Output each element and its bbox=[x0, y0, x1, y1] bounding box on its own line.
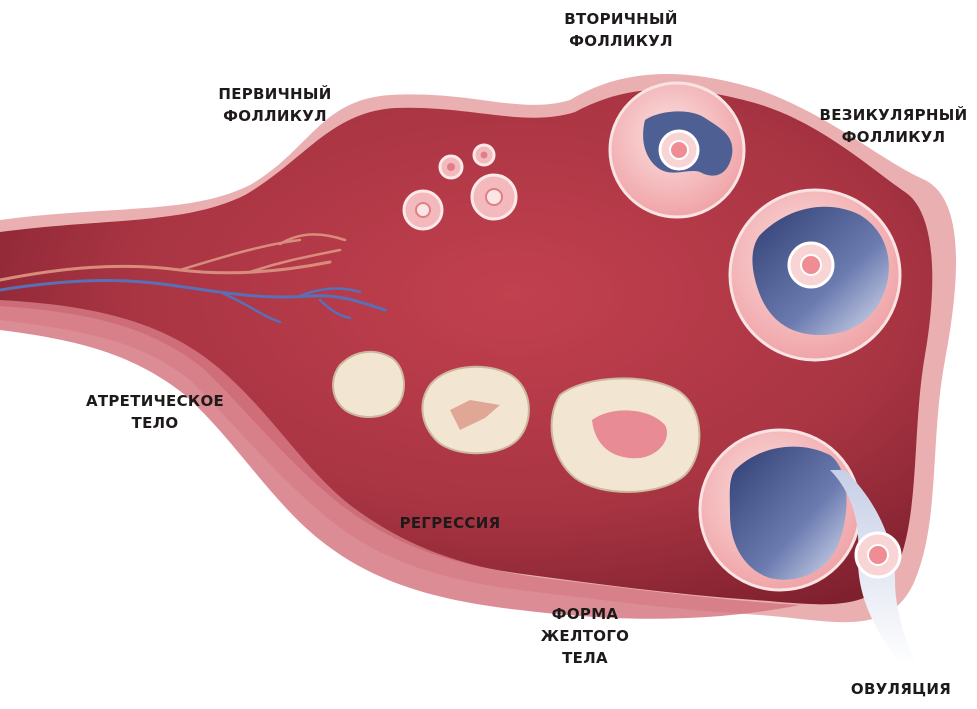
regressing-body bbox=[421, 365, 530, 455]
atretic-body bbox=[332, 350, 405, 418]
secondary-follicle bbox=[608, 81, 746, 219]
label-atretic-body: АТРЕТИЧЕСКОЕ ТЕЛО bbox=[85, 392, 225, 432]
ovary-body bbox=[0, 89, 933, 605]
ovary-lower-lip bbox=[0, 300, 800, 619]
label-regression: РЕГРЕССИЯ bbox=[399, 514, 501, 532]
label-primary-follicle: ПЕРВИЧНЫЙ ФОЛЛИКУЛ bbox=[218, 85, 332, 125]
corpus-luteum bbox=[550, 377, 701, 493]
primary-follicles bbox=[402, 143, 518, 231]
vesicular-follicle bbox=[728, 188, 902, 362]
label-ovulation: ОВУЛЯЦИЯ bbox=[850, 680, 952, 698]
label-corpus-luteum-form: ФОРМА ЖЕЛТОГО ТЕЛА bbox=[540, 605, 630, 667]
label-vesicular-follicle: ВЕЗИКУЛЯРНЫЙ ФОЛЛИКУЛ bbox=[819, 106, 968, 146]
blood-vessels bbox=[0, 233, 387, 324]
ovulating-follicle bbox=[698, 428, 915, 666]
label-secondary-follicle: ВТОРИЧНЫЙ ФОЛЛИКУЛ bbox=[564, 10, 678, 50]
